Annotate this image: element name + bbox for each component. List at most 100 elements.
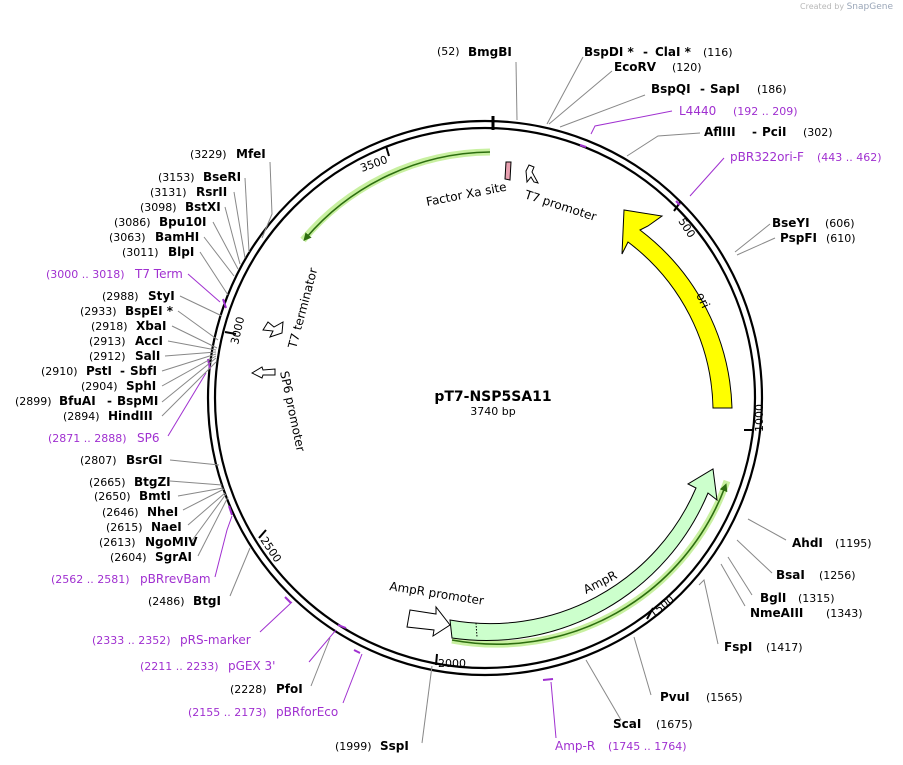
- leader-pvui: [633, 636, 652, 696]
- primer-mark-pbrrevbam: [228, 505, 233, 516]
- enzyme-name-btgzi: BtgZI: [134, 475, 171, 489]
- enzyme-name-clai: ClaI *: [655, 45, 692, 59]
- leader-mfei: [261, 161, 273, 239]
- leader-rsrii: [233, 191, 246, 259]
- enzyme-pos-pspfi: (610): [826, 232, 856, 245]
- leader-bseyi: [734, 223, 771, 253]
- enzyme-pos-btgzi: (2665): [89, 476, 126, 489]
- primer-mark-t7term: [222, 298, 227, 309]
- enzyme-pos-bsrgi: (2807): [80, 454, 117, 467]
- enzyme-pos-mfei: (3229): [190, 148, 227, 161]
- primer-range-t7term: (3000 .. 3018): [46, 268, 125, 281]
- enzyme-name-sapi: SapI: [710, 82, 740, 96]
- feature-t7-terminator-label: T7 terminator: [285, 266, 320, 350]
- tick-label-1500: 1500: [647, 593, 677, 620]
- enzyme-pos-pfoi: (2228): [230, 683, 267, 696]
- enzyme-name-nmeaiii: NmeAIII: [750, 606, 803, 620]
- primer-mark-pgex3: [337, 624, 347, 629]
- enzyme-name-pfoi: PfoI: [276, 682, 303, 696]
- enzyme-name-hindiii: HindIII: [108, 409, 153, 423]
- enzyme-pos-bmgbi: (52): [437, 45, 460, 58]
- primer-marks: [207, 144, 681, 681]
- leader-amp-r: [550, 681, 557, 739]
- enzyme-pos-nhei: (2646): [102, 506, 139, 519]
- enzyme-pos-ngomiv: (2613): [99, 536, 136, 549]
- primer-name-pbrrevbam: pBRrevBam: [140, 572, 211, 586]
- tick-label-1000: 1000: [753, 404, 766, 432]
- tick-label-3000: 3000: [228, 315, 247, 345]
- enzyme-name-fspi: FspI: [724, 640, 752, 654]
- leader-bsai: [736, 539, 773, 574]
- feature-ori-label: ori: [693, 290, 712, 310]
- plasmid-name: pT7-NSP5SA11: [434, 389, 551, 405]
- enzyme-name-pvui: PvuI: [660, 690, 690, 704]
- enzyme-pos-bfuai: (2899): [15, 395, 52, 408]
- enzyme-pos-bseyi: (606): [825, 217, 855, 230]
- enzyme-name-scai: ScaI: [613, 717, 641, 731]
- leader-bamhi: [203, 236, 235, 277]
- enzyme-pos-hindiii: (2894): [63, 410, 100, 423]
- leader-bmgbi: [515, 61, 518, 121]
- feature-t7-terminator: [262, 321, 284, 338]
- leader-psti: [161, 353, 217, 372]
- enzyme-name-bsrgi: BsrGI: [126, 453, 163, 467]
- orf-arc-top: [303, 151, 491, 242]
- tick-3500: [385, 145, 390, 157]
- leader-bspdi: [546, 56, 584, 125]
- primer-mark-prs-marker: [284, 596, 292, 604]
- feature-ampr-promoter-label: AmpR promoter: [389, 579, 485, 608]
- enzyme-name-styi: StyI: [148, 289, 175, 303]
- leader-styi: [179, 295, 223, 317]
- feature-sp6-promoter-label: SP6 promoter: [277, 370, 308, 453]
- credit-prefix: Created by: [800, 2, 845, 11]
- enzyme-name-ecorv: EcoRV: [614, 60, 657, 74]
- enzyme-pos-ahdi: (1195): [835, 537, 872, 550]
- enzyme-pos-fspi: (1417): [766, 641, 803, 654]
- leader-bmti: [177, 487, 224, 497]
- enzyme-pos-pvui: (1565): [706, 691, 743, 704]
- primer-name-sp6: SP6: [137, 431, 160, 445]
- primer-range-pbrforeco: (2155 .. 2173): [188, 706, 267, 719]
- leader-afliii: [626, 132, 701, 157]
- leader-xbai: [171, 325, 218, 349]
- enzyme-pos-bmti: (2650): [94, 490, 131, 503]
- enzyme-pos-afliii: (302): [803, 126, 833, 139]
- enzyme-pos-styi: (2988): [102, 290, 139, 303]
- leader-blpi: [199, 251, 229, 296]
- enzyme-name-naei: NaeI: [151, 520, 182, 534]
- primer-mark-pbr322ori: [675, 200, 681, 206]
- enzyme-sep-afliii: -: [752, 125, 757, 139]
- leader-scai: [585, 659, 622, 721]
- leader-btgi: [229, 547, 251, 597]
- primer-name-amp-r: Amp-R: [555, 739, 595, 753]
- enzyme-pos-bgli: (1315): [798, 592, 835, 605]
- enzyme-pos-naei: (2615): [106, 521, 143, 534]
- backbone-outer: [206, 119, 764, 677]
- enzyme-pos-bseri: (3153): [158, 171, 195, 184]
- enzyme-pos-sphi: (2904): [81, 380, 118, 393]
- enzyme-pos-bpu10i: (3086): [114, 216, 151, 229]
- enzyme-pos-ecorv: (120): [672, 61, 702, 74]
- enzyme-pos-rsrii: (3131): [150, 186, 187, 199]
- primer-mark-amp-r: [542, 678, 554, 681]
- snapgene-logo: SnapGene: [846, 2, 893, 12]
- enzyme-pos-psti: (2910): [41, 365, 78, 378]
- enzyme-name-ahdi: AhdI: [792, 536, 823, 550]
- leader-pfoi: [310, 637, 331, 687]
- enzyme-name-bfuai: BfuAI: [59, 394, 96, 408]
- leader-pbr322: [689, 157, 725, 197]
- feature-ampr-promoter: [406, 605, 451, 638]
- leader-bsrgi: [169, 459, 220, 466]
- primer-name-pbr322ori: pBR322ori-F: [730, 150, 804, 164]
- enzyme-sep-bspdi: -: [643, 45, 648, 59]
- enzyme-name-bspqi: BspQI: [651, 82, 691, 96]
- enzyme-name-sspi: SspI: [380, 739, 409, 753]
- enzyme-pos-bstxi: (3098): [140, 201, 177, 214]
- enzyme-name-bmti: BmtI: [139, 489, 171, 503]
- leader-bgli: [727, 556, 753, 596]
- feature-t7-promoter: [525, 164, 539, 184]
- enzyme-pos-blpi: (3011): [122, 246, 159, 259]
- tick-1500: [646, 607, 654, 620]
- feature-factor-xa-site: [504, 161, 512, 181]
